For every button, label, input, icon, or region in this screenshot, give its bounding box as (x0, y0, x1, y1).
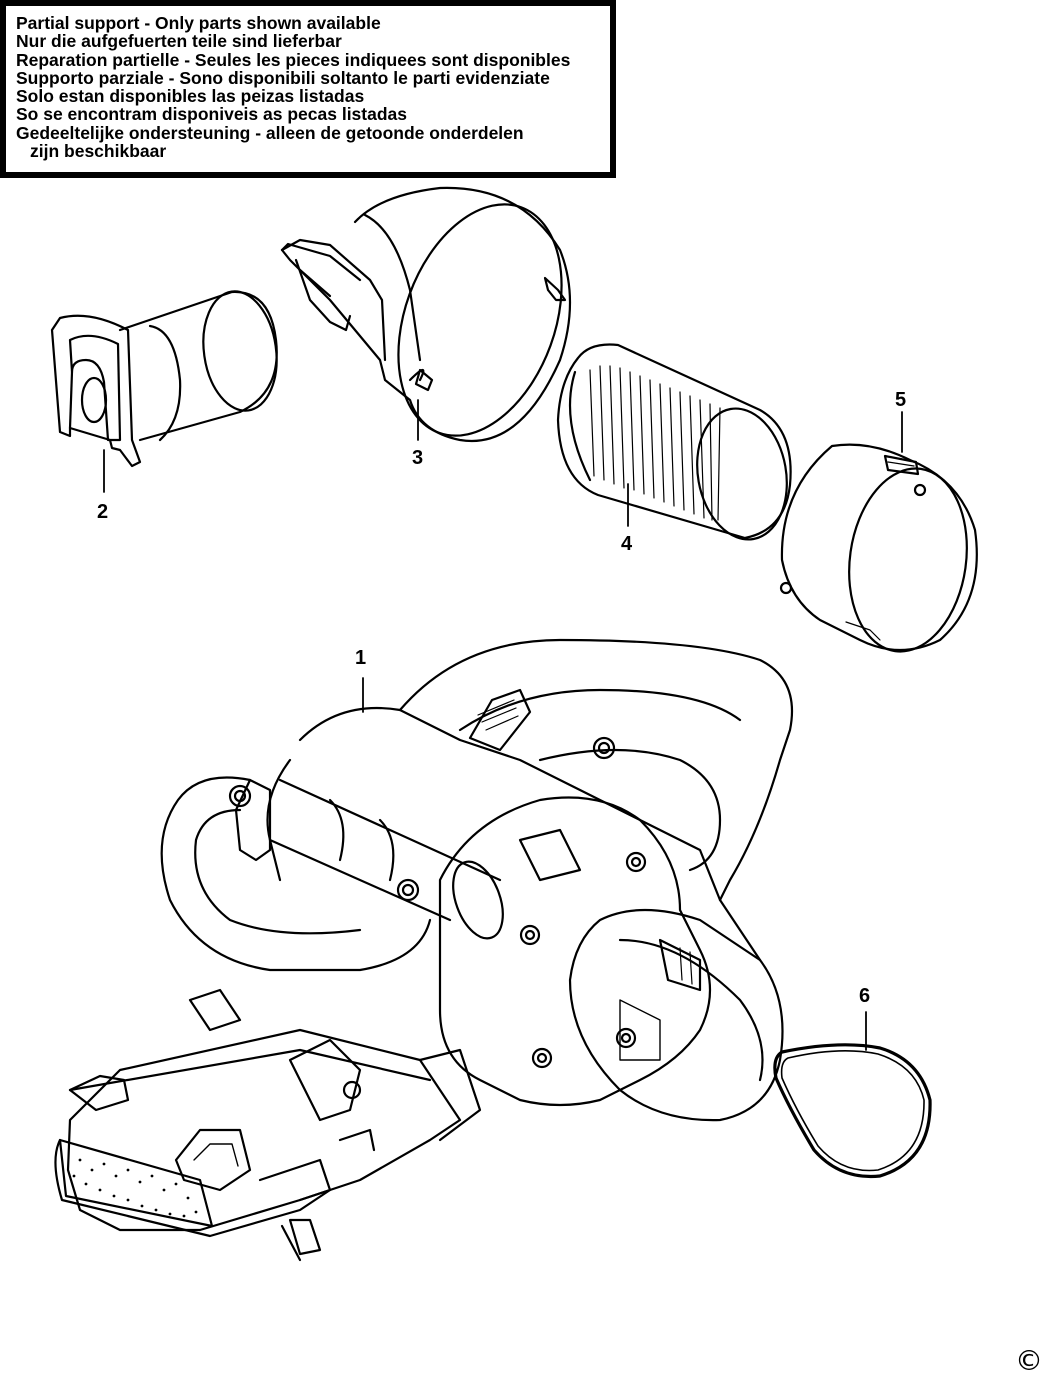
belt-sander-body-icon (54, 638, 794, 1262)
belt-grit-texture (72, 1158, 198, 1218)
filter-pleats (589, 365, 721, 521)
dust-elbow-housing-icon (280, 186, 572, 443)
notice-line-fr: Reparation partielle - Seules les pieces… (16, 49, 571, 70)
notice-line-nl: Gedeeltelijke ondersteuning - alleen de … (16, 122, 524, 143)
partial-support-notice: Partial support - Only parts shown avail… (0, 0, 616, 178)
filter-cap-icon (779, 443, 978, 653)
notice-text-block: Partial support - Only parts shown avail… (16, 13, 571, 162)
pleated-filter-icon (556, 343, 792, 541)
part-label-1: 1 (355, 647, 366, 669)
notice-line-en: Partial support - Only parts shown avail… (16, 13, 381, 33)
part-label-4: 4 (621, 533, 633, 555)
part-labels: 1 2 3 4 5 6 (97, 389, 906, 1007)
part-label-6: 6 (859, 985, 870, 1007)
copyright-icon: © (1015, 1344, 1043, 1377)
part-label-5: 5 (895, 389, 906, 411)
notice-line-de: Nur die aufgefuerten teile sind lieferba… (16, 31, 342, 52)
notice-line-it: Supporto parziale - Sono disponibili sol… (16, 67, 550, 88)
leader-lines (103, 399, 903, 1051)
dust-adaptor-icon (50, 290, 278, 468)
part-label-2: 2 (97, 501, 108, 523)
sanding-belt-icon (773, 1043, 932, 1179)
notice-line-nl-cont: zijn beschikbaar (30, 141, 167, 162)
notice-line-es: Solo estan disponibles las peizas listad… (16, 86, 365, 107)
notice-line-pt: So se encontram disponiveis as pecas lis… (16, 104, 407, 125)
part-label-3: 3 (412, 447, 423, 469)
